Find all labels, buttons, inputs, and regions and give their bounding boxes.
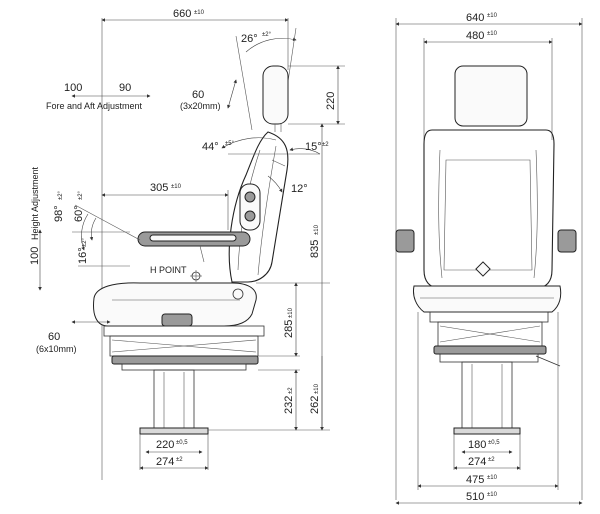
pedestal-side (139, 369, 209, 435)
armrest-down-tol: ±2° (82, 237, 88, 247)
dimension-total-width: 510 ±10 (395, 491, 583, 505)
armrest-depth-tol: ±10 (171, 184, 182, 190)
backrest-width-tol: ±10 (487, 31, 498, 37)
back-angle2-value: 15° (305, 141, 322, 153)
backrest-tilt-value: 26° (241, 33, 258, 45)
dimension-height-adjust: 100 Height Adjustment (29, 166, 42, 291)
slide-adjust-value: 60 (48, 331, 60, 343)
mount-inner-tol: ±0,5 (176, 440, 188, 446)
dimension-vertical-side: 835 ±10 285 ±10 232 ±2 262 ±10 (208, 123, 330, 431)
dimension-back-angles: 44° ±5° 15° ±2 (202, 137, 329, 155)
overall-depth-tol: ±10 (194, 10, 205, 16)
back-angle-tol: ±5° (225, 141, 235, 147)
dimension-lumbar-angle: 12° (267, 175, 308, 195)
dimension-headrest-height: 220 (288, 65, 345, 125)
total-width-tol: ±10 (487, 492, 498, 498)
fore-aft-label: Fore and Aft Adjustment (46, 101, 143, 111)
armrest-up-value: 98° (53, 205, 65, 222)
armrest-left-front (395, 229, 415, 253)
suspension-front (429, 311, 561, 367)
dimension-base-side: 220 ±0,5 274 ±2 (139, 434, 209, 470)
dimension-fore-aft: 100 90 Fore and Aft Adjustment (46, 82, 151, 111)
armrest-mid-value: 60° (73, 205, 85, 222)
lumbar-angle-value: 12° (291, 183, 308, 195)
dimension-base-front: 180 ±0,5 274 ±2 (453, 434, 521, 470)
height-adjust-value: 100 (29, 247, 41, 265)
mount-inner-value: 220 (156, 439, 174, 451)
h-point: H POINT (150, 265, 202, 282)
front-mount-outer-tol: ±2 (488, 457, 495, 463)
pedestal-front (453, 361, 521, 435)
armrest-up-tol: ±2° (58, 190, 64, 200)
headrest-height-value: 220 (325, 92, 337, 110)
fore-aft-forward-value: 90 (119, 82, 131, 94)
back-angle-value: 44° (202, 141, 219, 153)
suspension-side (103, 325, 265, 371)
dimension-base-width: 475 ±10 (417, 312, 559, 490)
cushion-side (93, 282, 257, 327)
base-height-tol: ±2 (288, 387, 294, 394)
cushion-height-tol: ±10 (288, 307, 294, 318)
overall-width-tol: ±10 (487, 13, 498, 19)
headrest-adjust-value: 60 (192, 89, 204, 101)
h-point-label: H POINT (150, 265, 187, 275)
front-mount-outer-value: 274 (468, 456, 486, 468)
lumbar-adjust-knobs (239, 183, 261, 231)
backrest-front (423, 129, 555, 289)
base-height2-tol: ±10 (314, 383, 320, 394)
slide-adjust-steps: (6x10mm) (36, 344, 77, 354)
armrest-side (137, 231, 251, 263)
front-mount-inner-tol: ±0,5 (488, 440, 500, 446)
total-height-value: 835 (309, 240, 321, 258)
dimension-overall-depth: 660 ±10 (101, 8, 289, 22)
armrest-mid-tol: ±2° (78, 190, 84, 200)
fore-aft-back-value: 100 (64, 82, 82, 94)
height-adjust-label: Height Adjustment (30, 166, 40, 240)
armrest-depth-value: 305 (150, 182, 168, 194)
mount-outer-value: 274 (156, 456, 174, 468)
headrest-front (454, 65, 528, 127)
headrest-adjust-steps: (3x20mm) (180, 101, 221, 111)
dimension-backrest-width: 480 ±10 (423, 30, 553, 44)
armrest-down-value: 16° (77, 247, 89, 264)
backrest-width-value: 480 (466, 30, 484, 42)
mount-outer-tol: ±2 (176, 457, 183, 463)
base-height-value: 232 (283, 396, 295, 414)
total-width-value: 510 (466, 491, 484, 503)
dimension-armrest-angles: 98° ±2° 60° ±2° 16° ±2° (53, 190, 141, 267)
overall-depth-value: 660 (173, 8, 191, 20)
dimension-headrest-adjust: 60 (3x20mm) (180, 79, 237, 111)
armrest-right-front (557, 229, 577, 253)
side-view: 660 ±10 26° ±2° 220 60 (3x20mm (29, 8, 345, 480)
front-view: 640 ±10 480 ±10 (395, 12, 583, 505)
cushion-height-value: 285 (283, 320, 295, 338)
overall-width-value: 640 (466, 12, 484, 24)
dimension-slide-adjust: 60 (6x10mm) (36, 320, 111, 354)
dimension-overall-width: 640 ±10 (395, 12, 583, 26)
cushion-front (413, 285, 562, 313)
base-width-tol: ±10 (487, 475, 498, 481)
backrest-tilt-tol: ±2° (262, 32, 272, 38)
front-mount-inner-value: 180 (468, 439, 486, 451)
base-width-value: 475 (466, 474, 484, 486)
headrest-side (262, 65, 289, 132)
base-height2-value: 262 (309, 396, 321, 414)
total-height-tol: ±10 (314, 224, 320, 235)
back-angle2-tol: ±2 (322, 142, 329, 148)
dimension-armrest-depth: 305 ±10 (101, 182, 229, 230)
